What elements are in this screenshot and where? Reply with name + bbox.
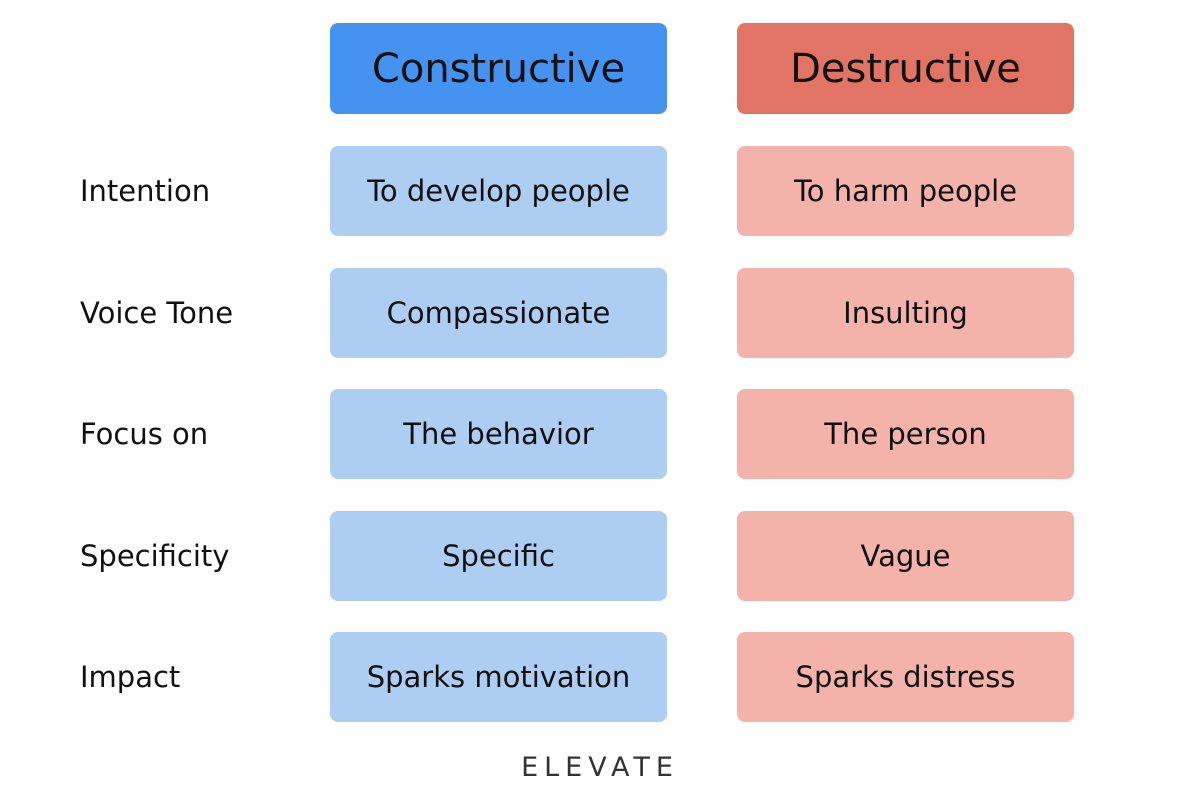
cell-constructive-intention: To develop people — [330, 146, 667, 236]
cell-constructive-impact: Sparks motivation — [330, 632, 667, 722]
cell-constructive-specificity: Specific — [330, 511, 667, 601]
cell-constructive-focus-on: The behavior — [330, 389, 667, 479]
row-label-impact: Impact — [80, 660, 181, 694]
row-label-focus-on: Focus on — [80, 417, 209, 451]
cell-destructive-specificity: Vague — [737, 511, 1074, 601]
cell-destructive-intention: To harm people — [737, 146, 1074, 236]
header-destructive: Destructive — [737, 23, 1074, 114]
cell-destructive-voice-tone: Insulting — [737, 268, 1074, 358]
header-constructive: Constructive — [330, 23, 667, 114]
row-label-specificity: Specificity — [80, 539, 230, 573]
brand-logo-text: ELEVATE — [521, 752, 679, 783]
row-label-voice-tone: Voice Tone — [80, 296, 234, 330]
row-label-intention: Intention — [80, 174, 211, 208]
cell-constructive-voice-tone: Compassionate — [330, 268, 667, 358]
cell-destructive-impact: Sparks distress — [737, 632, 1074, 722]
cell-destructive-focus-on: The person — [737, 389, 1074, 479]
